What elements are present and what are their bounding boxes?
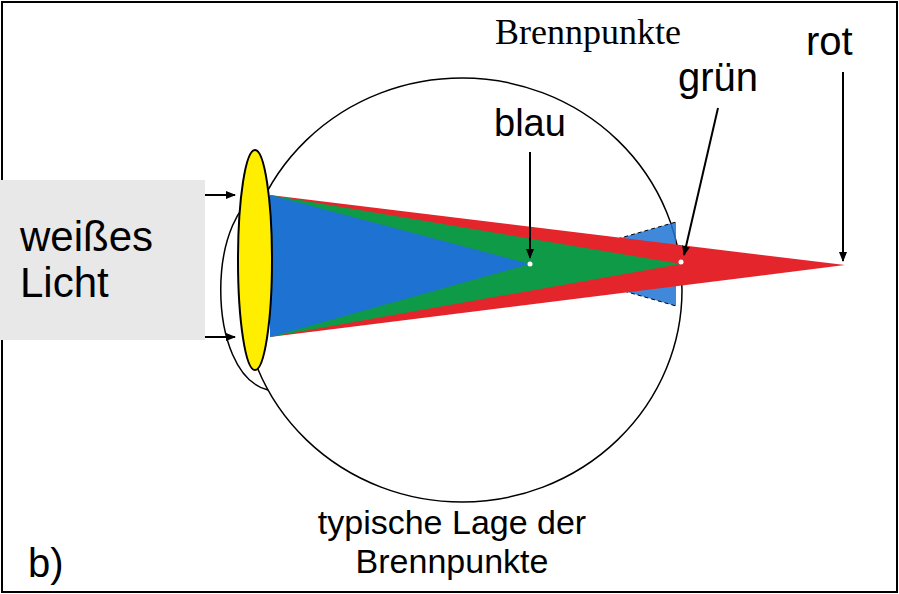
red-cone <box>270 195 845 337</box>
lens <box>238 150 272 370</box>
leader-arrow <box>529 152 531 258</box>
heading-label: Brennpunkte <box>495 12 681 53</box>
panel-letter: b) <box>28 540 64 586</box>
caption: typische Lage der Brennpunkte <box>314 503 590 581</box>
leader-arrow <box>842 72 844 261</box>
blue-cone <box>270 195 530 337</box>
color-label: blau <box>494 102 566 146</box>
focus-dot <box>528 262 533 267</box>
green-cone <box>270 195 681 337</box>
color-label: grün <box>678 54 758 100</box>
leader-arrow <box>684 108 718 255</box>
focus-dot <box>679 260 684 265</box>
color-label: rot <box>806 18 853 64</box>
band-label: weißes Licht <box>20 214 170 306</box>
light-band: weißes Licht <box>0 180 205 340</box>
